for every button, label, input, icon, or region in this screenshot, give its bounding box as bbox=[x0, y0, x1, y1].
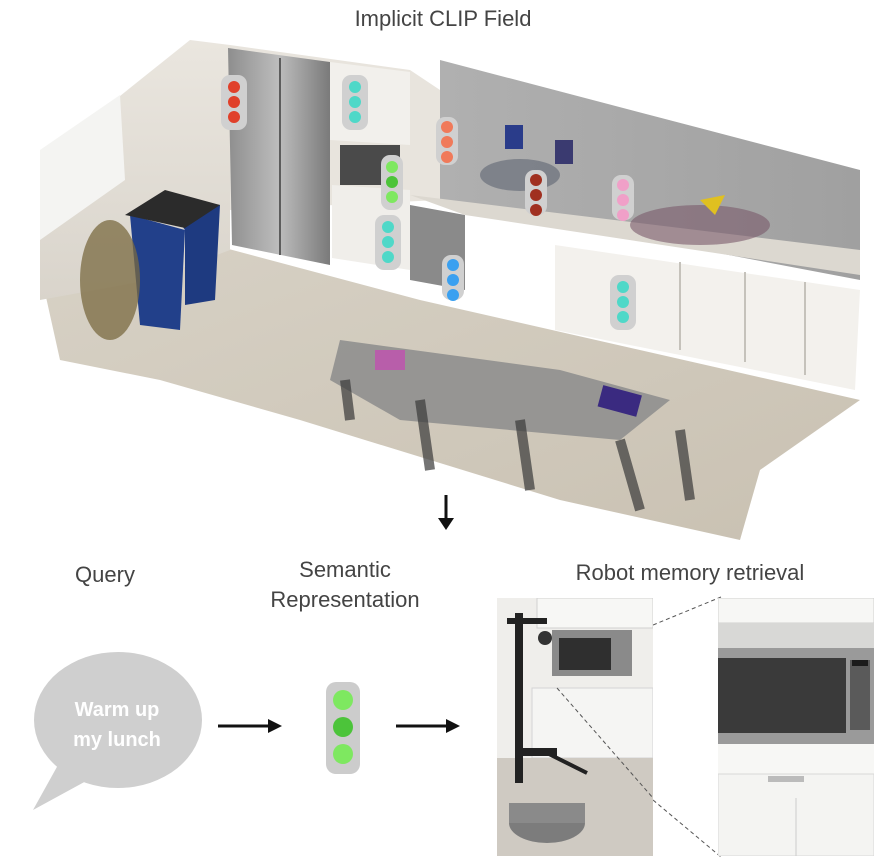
zoomed-microwave-photo bbox=[718, 598, 874, 856]
microwave-token bbox=[381, 155, 403, 210]
query-line-2: my lunch bbox=[73, 729, 161, 751]
point-cloud-scene bbox=[40, 40, 860, 540]
arrow-right-1 bbox=[218, 719, 282, 733]
dishwasher-token bbox=[442, 255, 464, 301]
query-line-1: Warm up bbox=[74, 699, 160, 721]
robot-memory-label: Robot memory retrieval bbox=[575, 560, 805, 585]
window bbox=[40, 95, 125, 240]
query-text: Warm up my lunch bbox=[52, 695, 182, 755]
robot-photo bbox=[497, 598, 653, 856]
toaster-token bbox=[436, 117, 458, 165]
counter-token bbox=[525, 170, 547, 216]
down-arrow-head bbox=[438, 518, 454, 530]
sink-token bbox=[612, 175, 634, 221]
right-cabinet-token bbox=[610, 275, 636, 330]
plant bbox=[80, 220, 140, 340]
lower-cabinet-token bbox=[375, 215, 401, 270]
robot-pole bbox=[515, 613, 523, 783]
counter bbox=[410, 195, 860, 275]
query-label: Query bbox=[75, 562, 135, 587]
trash-bin-2 bbox=[160, 195, 220, 305]
query-speech-bubble bbox=[33, 652, 202, 810]
dining-table bbox=[330, 340, 670, 440]
semantic-label-text: Semantic Representation bbox=[270, 557, 420, 612]
zoom-connectors bbox=[653, 596, 722, 858]
arrow-right-2 bbox=[396, 719, 460, 733]
query-semantic-token bbox=[326, 682, 360, 774]
fridge-token bbox=[221, 75, 247, 130]
cabinet-token bbox=[342, 75, 368, 130]
trash-bin-1 bbox=[130, 215, 185, 330]
figure-title: Implicit CLIP Field bbox=[354, 6, 532, 31]
semantic-representation-label: Semantic Representation bbox=[230, 555, 460, 615]
